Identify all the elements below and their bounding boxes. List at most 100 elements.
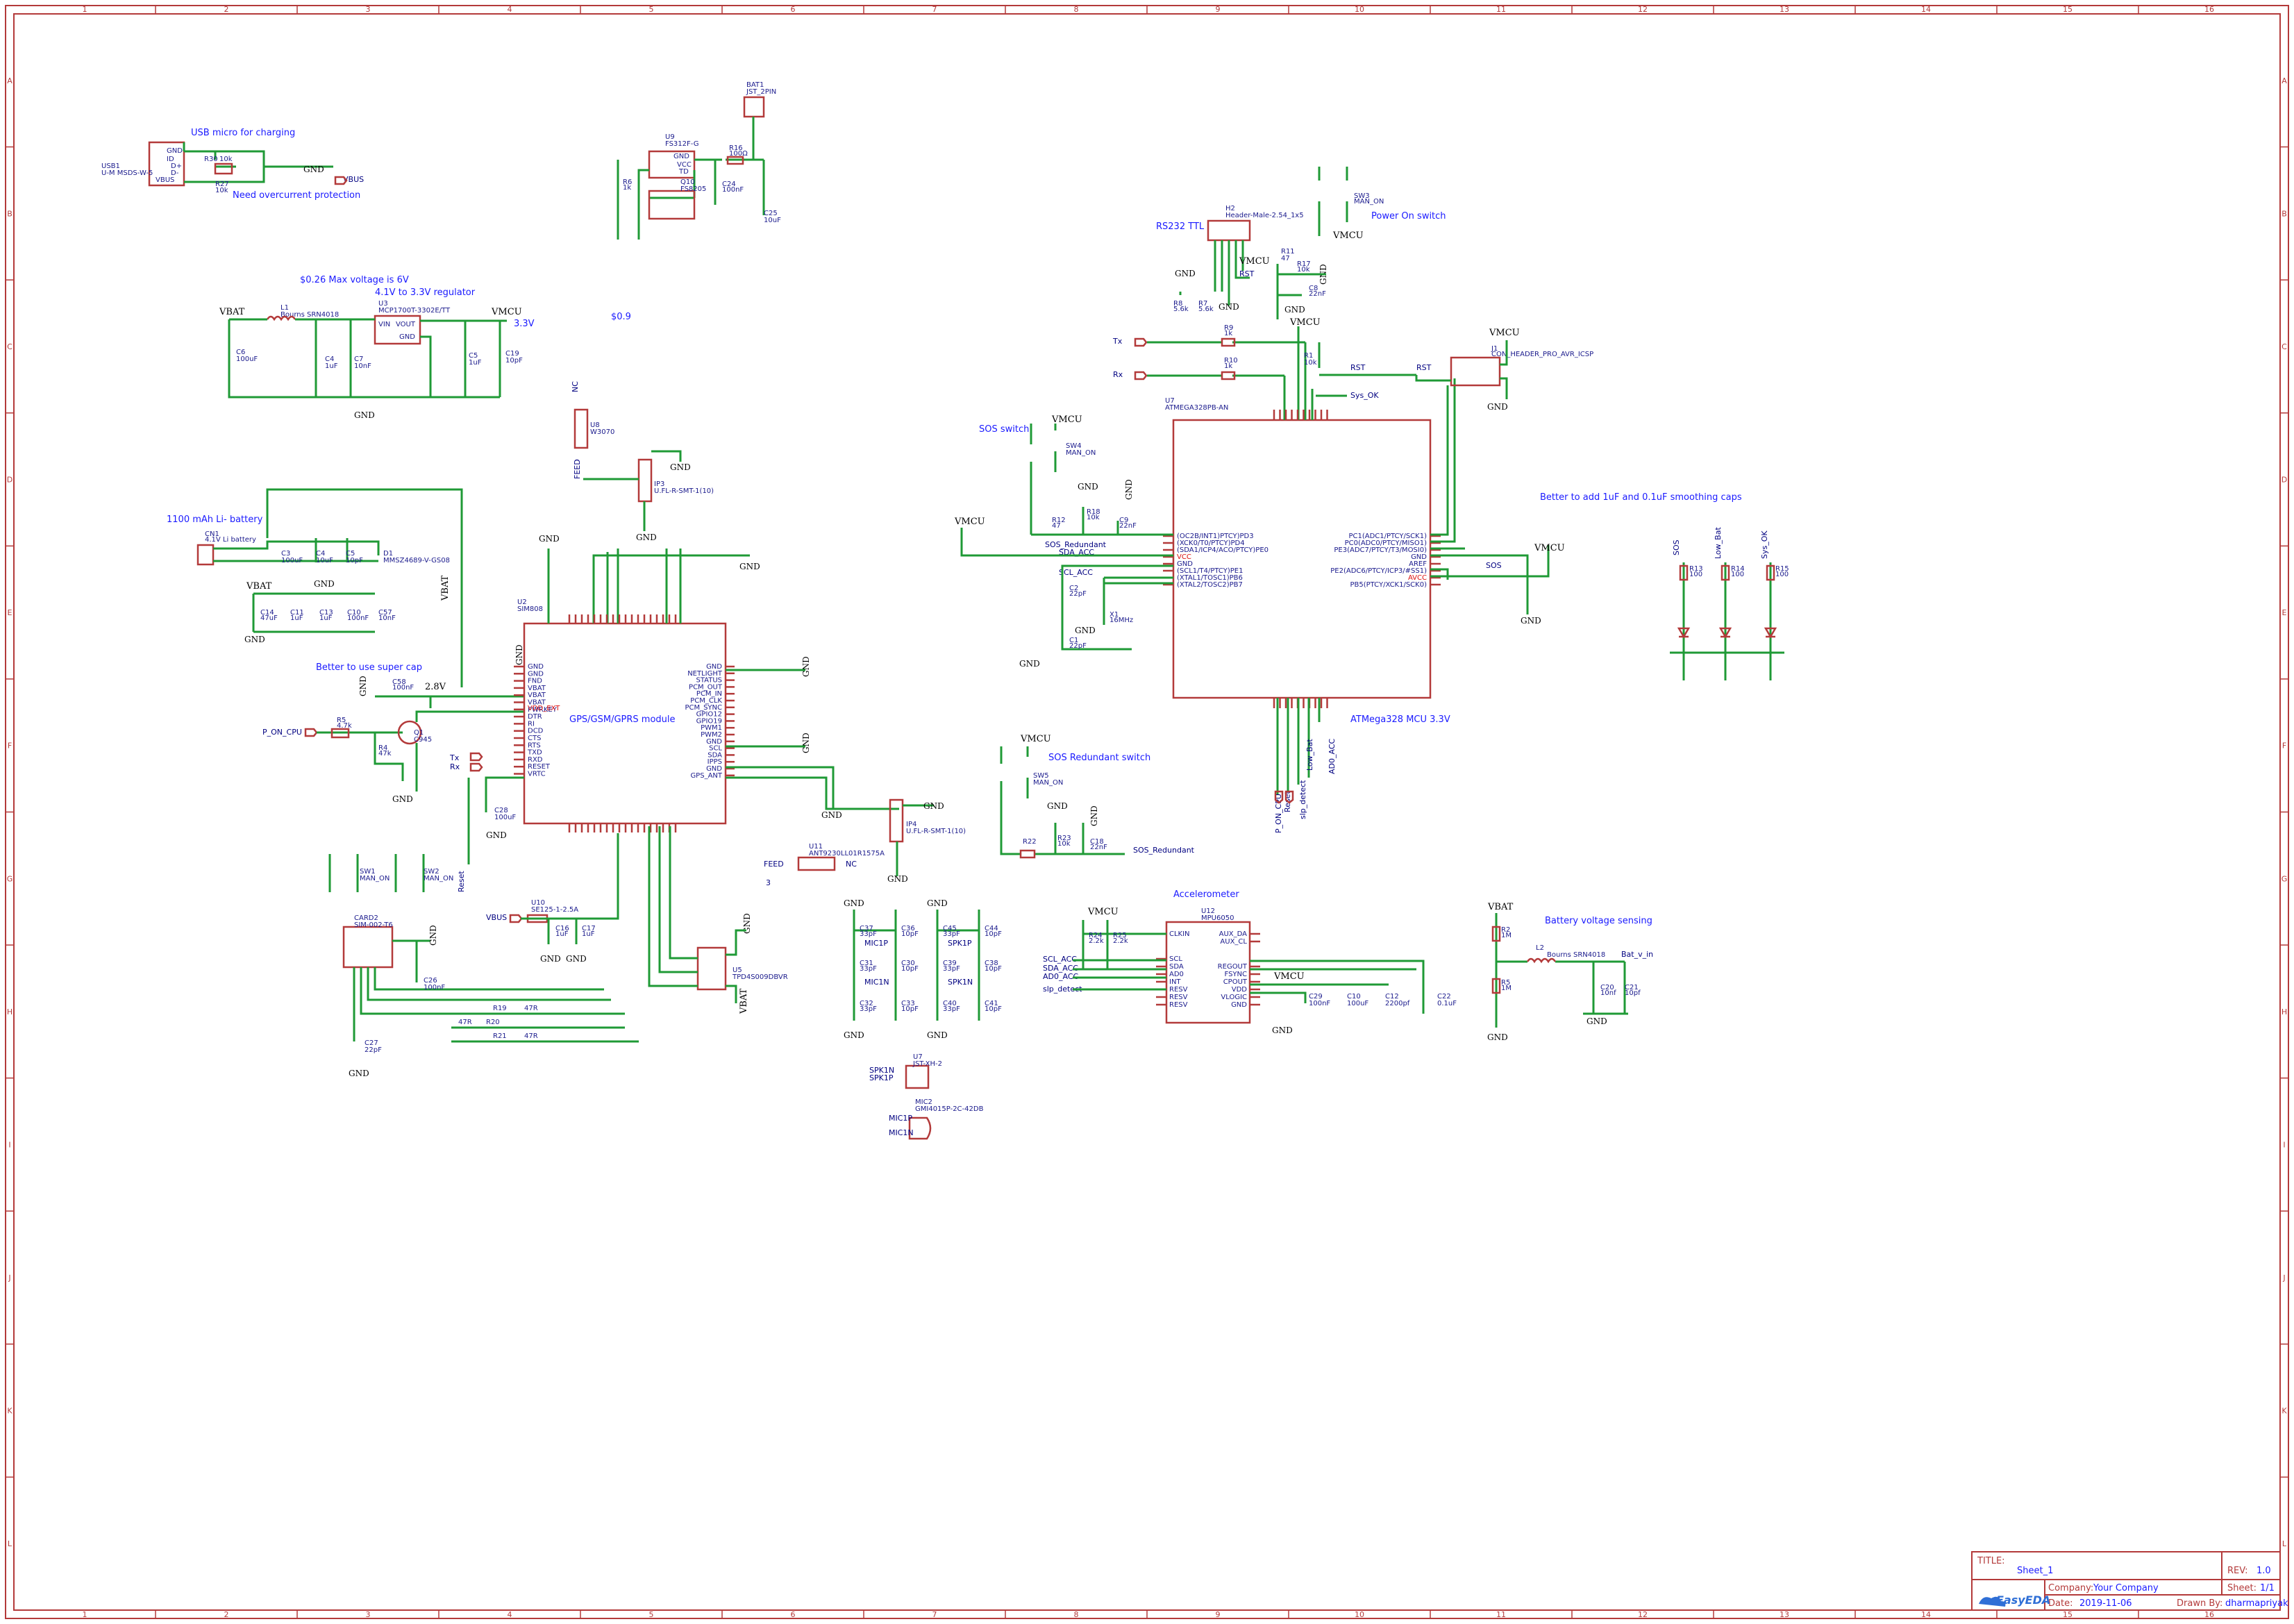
svg-text:10nf: 10nf <box>1600 989 1616 997</box>
frame-row-label: G <box>7 874 13 883</box>
accel-pin-label: RESV <box>1169 986 1188 994</box>
svg-text:GND: GND <box>514 644 524 665</box>
mcu-pin-label: PC0(ADC0/PTCY/MISO1) <box>1345 539 1428 547</box>
svg-text:C5: C5 <box>469 352 478 360</box>
accelerometer-section: Accelerometer U12 MPU6050 CLKINSCLSDAAD0… <box>1043 889 1457 1035</box>
svg-text:MMSZ4689-V-GS08: MMSZ4689-V-GS08 <box>383 557 450 564</box>
frame-row-label: L <box>2282 1539 2287 1548</box>
svg-text:10k: 10k <box>1304 359 1317 367</box>
frame-row-label: G <box>2282 874 2288 883</box>
frame-row-label: B <box>7 209 12 218</box>
svg-text:MIC1P: MIC1P <box>889 1114 912 1123</box>
svg-text:C32: C32 <box>860 1000 873 1007</box>
frame-row-label: L <box>8 1539 12 1548</box>
svg-text:SOS_Redundant: SOS_Redundant <box>1045 540 1107 549</box>
svg-text:Rx: Rx <box>1113 370 1123 379</box>
svg-text:C3: C3 <box>281 550 290 558</box>
switch-section: SW1 MAN_ON SW2 MAN_ON CARD2 SIM-002-T6 C… <box>328 854 639 1078</box>
svg-text:GND: GND <box>801 733 811 753</box>
usb-note: USB micro for charging <box>191 128 295 138</box>
gsm-pin-label: VBAT <box>528 699 546 707</box>
frame-row-label: I <box>8 1140 10 1149</box>
svg-text:U3: U3 <box>378 300 388 308</box>
svg-text:10pf: 10pf <box>1625 989 1641 997</box>
svg-text:CON_HEADER_PRO_AVR_ICSP: CON_HEADER_PRO_AVR_ICSP <box>1491 351 1593 358</box>
svg-text:Bourns SRN4018: Bourns SRN4018 <box>1547 951 1605 959</box>
svg-text:R13: R13 <box>1689 565 1703 573</box>
svg-text:100: 100 <box>1689 571 1702 578</box>
mcu-pin-label: (SDA1/ICP4/ACO/PTCY)PE0 <box>1177 546 1269 554</box>
svg-text:GND: GND <box>167 147 183 155</box>
svg-text:GND: GND <box>739 562 760 571</box>
title-block: TITLE: Sheet_1 REV: 1.0 Company: Your Co… <box>1971 1551 2288 1611</box>
svg-text:22pF: 22pF <box>365 1046 382 1054</box>
gsm-pin-label: PWM2 <box>701 731 722 739</box>
svg-text:R19: R19 <box>493 1005 507 1012</box>
batt-sense-note: Battery voltage sensing <box>1545 916 1652 926</box>
svg-text:C18: C18 <box>1090 838 1104 846</box>
frame-row-label: F <box>8 742 12 751</box>
accel-pin-label: RESV <box>1169 1001 1188 1009</box>
svg-text:100uF: 100uF <box>236 355 258 363</box>
mcu-pin-label: (OC2B/INT1)PTCY)PD3 <box>1177 533 1254 540</box>
svg-text:10pF: 10pF <box>901 965 919 973</box>
vbus-usb: VBUS <box>343 175 364 184</box>
svg-text:RST: RST <box>1350 363 1366 372</box>
svg-text:10pF: 10pF <box>985 965 1002 973</box>
svg-text:33pF: 33pF <box>943 930 960 938</box>
gsm-pin-label: PCM_OUT <box>689 683 723 691</box>
mcu-label: ATMega328 MCU 3.3V <box>1350 714 1450 725</box>
svg-text:BAT1: BAT1 <box>746 81 764 89</box>
frame-row-label: J <box>8 1273 10 1282</box>
svg-text:MAN_ON: MAN_ON <box>1354 198 1384 206</box>
svg-text:GND: GND <box>1487 402 1508 412</box>
svg-text:GND: GND <box>923 801 944 811</box>
frame-column-label: 2 <box>224 5 229 14</box>
svg-text:100nF: 100nF <box>392 684 414 692</box>
svg-text:R15: R15 <box>1775 565 1789 573</box>
frame-column-label: 12 <box>1638 1610 1648 1619</box>
gsm-pin-label: TXD <box>527 749 542 757</box>
frame-column-label: 15 <box>2063 5 2073 14</box>
mcu-pin-label: (SCL1/T4/PTCY)PE1 <box>1177 567 1243 575</box>
supercap-section: Better to use super cap GND 2.8V C58100n… <box>262 662 524 804</box>
svg-text:CN1: CN1 <box>205 530 219 538</box>
svg-text:VBAT: VBAT <box>440 575 451 601</box>
svg-text:100uF: 100uF <box>1347 1000 1368 1007</box>
frame-column-label: 6 <box>791 1610 796 1619</box>
usb-section: USB1 U-M MSDS-W-5 GND ID D+ D- VBUS R30 … <box>101 128 364 201</box>
frame-column-label: 8 <box>1074 5 1079 14</box>
overcurrent-note: Need overcurrent protection <box>233 190 360 201</box>
frame-column-label: 1 <box>83 5 87 14</box>
svg-text:2.8V: 2.8V <box>425 682 446 692</box>
svg-text:C7: C7 <box>354 355 363 363</box>
svg-text:10pF: 10pF <box>901 1005 919 1013</box>
easyeda-logo-icon <box>1979 1596 2006 1607</box>
svg-text:10k: 10k <box>1087 514 1100 521</box>
svg-text:1k: 1k <box>1224 362 1232 370</box>
max-voltage-note: $0.26 Max voltage is 6V <box>300 275 409 285</box>
svg-text:GND: GND <box>1284 305 1305 315</box>
svg-text:SDA_ACC: SDA_ACC <box>1043 964 1078 973</box>
svg-text:RST: RST <box>1416 363 1432 372</box>
svg-text:R22: R22 <box>1023 838 1037 846</box>
accel-pin-label: VDD <box>1232 986 1248 994</box>
gsm-bottom-pins <box>568 614 677 832</box>
svg-text:Header-Male-2.54_1x5: Header-Male-2.54_1x5 <box>1225 212 1304 219</box>
svg-text:R11: R11 <box>1281 248 1295 256</box>
svg-text:SW3: SW3 <box>1354 192 1370 200</box>
svg-text:10pF: 10pF <box>901 930 919 938</box>
svg-text:TD: TD <box>678 168 689 176</box>
battery-note: 1100 mAh Li- battery <box>167 514 263 525</box>
svg-text:47k: 47k <box>378 750 392 757</box>
frame-column-label: 7 <box>932 1610 937 1619</box>
svg-text:C16: C16 <box>555 925 569 932</box>
svg-text:ATMEGA328PB-AN: ATMEGA328PB-AN <box>1165 404 1228 412</box>
svg-text:VMCU: VMCU <box>1051 415 1082 425</box>
svg-text:100uF: 100uF <box>281 557 303 564</box>
svg-text:100nF: 100nF <box>347 614 369 622</box>
gsm-pin-label: GND <box>528 670 544 678</box>
gsm-pin-label: RXD <box>528 756 543 764</box>
frame-column-label: 14 <box>1921 5 1931 14</box>
svg-text:GND: GND <box>244 635 265 644</box>
